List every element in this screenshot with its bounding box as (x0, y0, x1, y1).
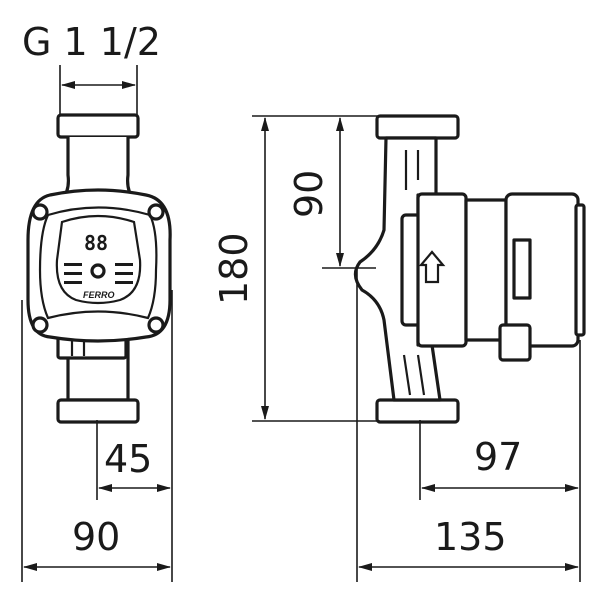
led-indicators-right (115, 263, 133, 284)
thread-label: G 1 1/2 (22, 20, 161, 64)
total-depth-label: 135 (434, 515, 507, 559)
side-dimensions: 180 90 97 135 (212, 115, 581, 582)
side-view-pump (353, 114, 586, 424)
screw-icon (31, 203, 49, 221)
axis-height-label: 90 (287, 170, 331, 218)
width-label: 90 (72, 515, 120, 559)
side-pump-body (353, 136, 442, 402)
side-top-flange (375, 114, 460, 140)
screw-icon (147, 203, 165, 221)
side-cable-gland (498, 323, 532, 362)
mode-button-icon (90, 263, 106, 279)
led-indicators-left (64, 263, 82, 284)
front-view-pump: 88 FERRO (26, 113, 172, 424)
side-terminal (512, 238, 532, 300)
bottom-flange (56, 398, 140, 424)
screw-icon (31, 316, 49, 334)
half-width-label: 45 (104, 437, 152, 481)
side-motor-cap (574, 203, 586, 337)
motor-depth-label: 97 (474, 435, 522, 479)
front-dimensions: G 1 1/2 45 90 (21, 20, 173, 582)
display-digits: 88 (84, 231, 108, 255)
screw-icon (147, 316, 165, 334)
height-label: 180 (212, 232, 256, 305)
flow-direction-arrow-icon (418, 250, 446, 284)
side-motor-front (464, 198, 508, 342)
control-panel-face (55, 214, 142, 305)
top-flange (56, 113, 140, 139)
side-bottom-flange (375, 398, 460, 424)
brand-logo: FERRO (83, 290, 115, 300)
control-panel-outline (38, 206, 158, 320)
